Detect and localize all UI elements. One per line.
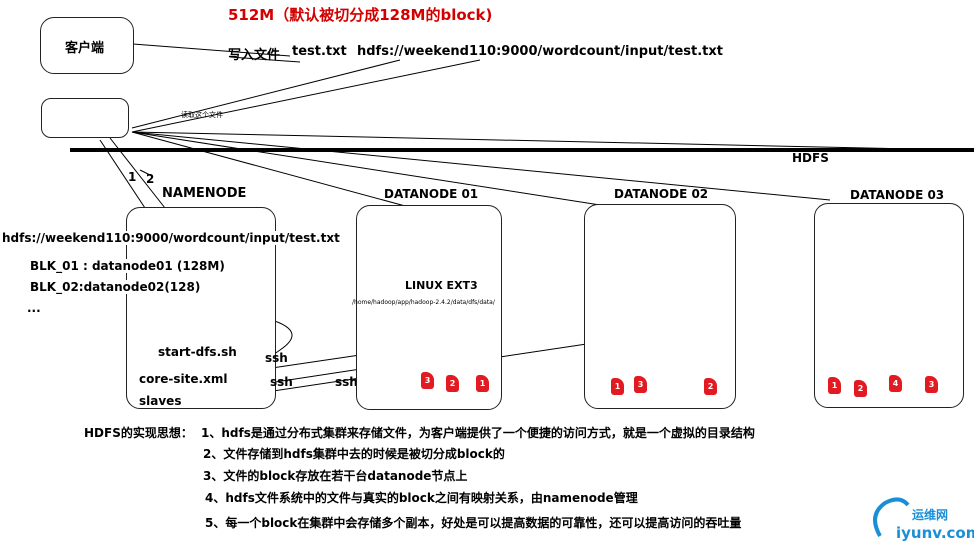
read-file-label: 读取这个文件	[181, 111, 223, 119]
datanode-02-title: DATANODE 02	[614, 187, 709, 201]
hdfs-path: hdfs://weekend110:9000/wordcount/input/t…	[357, 44, 723, 59]
client-label: 客户端	[65, 41, 105, 56]
slaves-config: slaves	[139, 394, 182, 408]
watermark-cn: 运维网	[912, 508, 949, 522]
block-icon: 3	[421, 372, 434, 389]
ssh-label: ssh	[265, 351, 288, 365]
datanode-01-filesystem: LINUX EXT3	[405, 279, 478, 292]
reader-node	[41, 98, 129, 138]
ssh-label: ssh	[270, 375, 293, 389]
block-icon: 1	[611, 378, 624, 395]
ideas-heading: HDFS的实现思想：	[84, 426, 193, 440]
block-icon: 3	[634, 376, 647, 393]
core-site-config: core-site.xml	[139, 372, 228, 386]
idea-item: 2、文件存储到hdfs集群中去的时候是被切分成block的	[203, 447, 505, 461]
step-1-label: 1	[128, 170, 137, 184]
hdfs-cluster-label: HDFS	[792, 151, 829, 165]
block-icon: 1	[476, 375, 489, 392]
idea-item: 3、文件的block存放在若干台datanode节点上	[203, 469, 468, 483]
diagram-title: 512M（默认被切分成128M的block)	[228, 6, 493, 24]
datanode-03-box	[814, 203, 964, 408]
idea-item: 1、hdfs是通过分布式集群来存储文件，为客户端提供了一个便捷的访问方式，就是一…	[201, 426, 755, 440]
ssh-label: ssh	[335, 375, 358, 389]
step-2-label: 2	[146, 172, 155, 186]
block-icon: 2	[704, 378, 717, 395]
block-icon: 2	[446, 375, 459, 392]
block-icon: 3	[925, 376, 938, 393]
idea-item: 4、hdfs文件系统中的文件与真实的block之间有映射关系，由namenode…	[205, 491, 638, 505]
blk-02-mapping: BLK_02:datanode02(128)	[30, 280, 201, 294]
datanode-02-box	[584, 204, 736, 409]
namenode-title: NAMENODE	[162, 186, 247, 201]
client-node: 客户端	[40, 17, 134, 74]
write-file-label: 写入文件	[228, 48, 281, 63]
block-icon: 2	[854, 380, 867, 397]
datanode-01-title: DATANODE 01	[384, 187, 479, 201]
namenode-path: hdfs://weekend110:9000/wordcount/input/t…	[2, 231, 340, 245]
file-name: test.txt	[292, 44, 347, 59]
idea-item: 5、每一个block在集群中会存储多个副本，好处是可以提高数据的可靠性，还可以提…	[205, 516, 742, 530]
start-dfs-script: start-dfs.sh	[158, 345, 237, 359]
datanode-03-title: DATANODE 03	[850, 188, 945, 202]
datanode-01-data-path: /home/hadoop/app/hadoop-2.4.2/data/dfs/d…	[352, 299, 495, 306]
watermark-en: iyunv.com	[896, 524, 974, 542]
more-blocks-ellipsis: ...	[27, 301, 41, 315]
block-icon: 1	[828, 377, 841, 394]
block-icon: 4	[889, 375, 902, 392]
blk-01-mapping: BLK_01 : datanode01 (128M)	[30, 259, 225, 273]
